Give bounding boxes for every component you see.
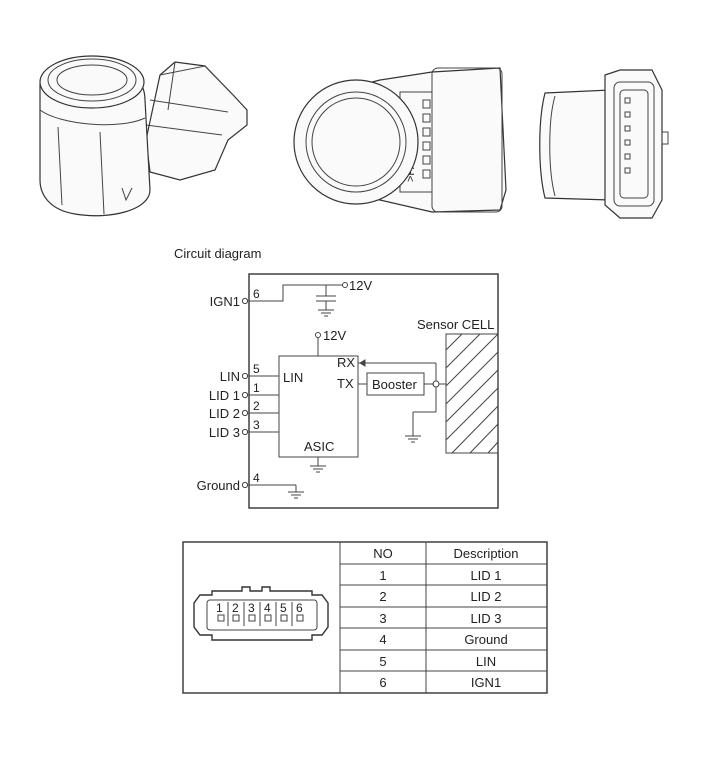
supply-top-label: 12V — [349, 278, 372, 293]
circuit-diagram: 12V ASIC LIN RX TX 12V Booster — [197, 273, 499, 509]
table-cell-description: LID 3 — [470, 611, 501, 626]
connector-pin-3: 3 — [248, 601, 255, 615]
connector-pin-4: 4 — [264, 601, 271, 615]
sensor-perspective-view — [39, 55, 248, 217]
rx-label: RX — [337, 355, 355, 370]
table-cell-description: IGN1 — [471, 675, 501, 690]
sensor-front-view: >PA6-GF30< — [293, 67, 507, 213]
table-cell-description: LID 1 — [470, 568, 501, 583]
pinout-table: NO Description 1 LID 1 2 LID 2 3 LID 3 4… — [182, 541, 548, 694]
table-cell-no: 6 — [379, 675, 386, 690]
table-header-description: Description — [453, 546, 518, 561]
tx-label: TX — [337, 376, 354, 391]
marking-ticks — [422, 99, 431, 179]
table-cell-description: LIN — [476, 654, 496, 669]
table-header-no: NO — [373, 546, 393, 561]
sensor-cell-hatch — [445, 333, 499, 454]
connector-pin-2: 2 — [232, 601, 239, 615]
pin-no-lid3: 3 — [253, 418, 260, 432]
pin-name-ign1: IGN1 — [210, 294, 240, 309]
table-cell-no: 5 — [379, 654, 386, 669]
pin-name-lid1: LID 1 — [209, 388, 240, 403]
table-cell-description: LID 2 — [470, 589, 501, 604]
pin-no-lin: 5 — [253, 362, 260, 376]
supply-terminal-top — [342, 282, 348, 288]
table-frame — [182, 541, 548, 694]
pin-no-ign1: 6 — [253, 287, 260, 301]
table-cell-no: 4 — [379, 632, 386, 647]
supply-asic-label: 12V — [323, 328, 346, 343]
connector-pin-6: 6 — [296, 601, 303, 615]
diagram-title: Circuit diagram — [174, 246, 261, 261]
pin-name-lid3: LID 3 — [209, 425, 240, 440]
table-cell-description: Ground — [464, 632, 507, 647]
table-cell-no: 2 — [379, 589, 386, 604]
sensor-back-view — [539, 69, 669, 219]
booster-label: Booster — [372, 377, 417, 392]
pin-no-lid1: 1 — [253, 381, 260, 395]
asic-label: ASIC — [304, 439, 334, 454]
connector-face: 1 2 3 4 5 6 — [193, 586, 329, 641]
pin-no-lid2: 2 — [253, 399, 260, 413]
table-cell-no: 1 — [379, 568, 386, 583]
supply-terminal-asic — [315, 332, 321, 338]
table-cell-no: 3 — [379, 611, 386, 626]
pin-name-lin: LIN — [220, 369, 240, 384]
pin-no-ground: 4 — [253, 471, 260, 485]
sensor-cell-label: Sensor CELL — [417, 317, 494, 332]
connector-pin-5: 5 — [280, 601, 287, 615]
pin-name-lid2: LID 2 — [209, 406, 240, 421]
connector-pin-1: 1 — [216, 601, 223, 615]
asic-lin-label: LIN — [283, 370, 303, 385]
pin-name-ground: Ground — [197, 478, 240, 493]
